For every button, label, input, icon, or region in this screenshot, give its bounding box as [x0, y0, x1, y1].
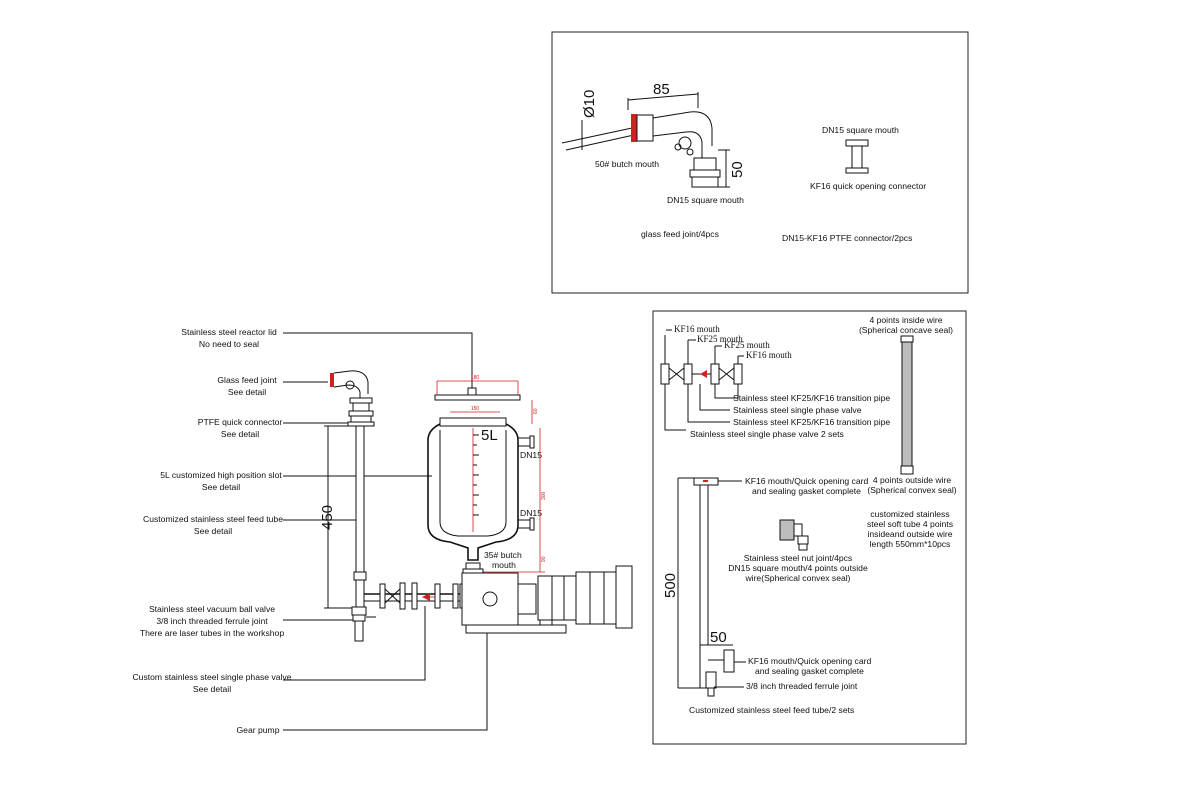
wire-bottom-1: 4 points outside wire — [873, 475, 952, 485]
connector-bottom-label: KF16 quick opening connector — [810, 181, 926, 191]
callout-ptfe-connector-note: See detail — [221, 429, 259, 439]
callout-feed-tube: Customized stainless steel feed tube — [143, 514, 283, 524]
main-assembly: Stainless steel reactor lid No need to s… — [132, 327, 633, 735]
caption-connector: DN15-KF16 PTFE connector/2pcs — [782, 233, 912, 243]
callout-ptfe-connector: PTFE quick connector — [198, 417, 283, 427]
dim-85: 85 — [653, 81, 670, 98]
valve-flange-b — [411, 582, 441, 610]
feed-caption: Customized stainless steel feed tube/2 s… — [689, 705, 854, 715]
transition-pipe-1: Stainless steel KF25/KF16 transition pip… — [733, 393, 890, 403]
butch-mouth-line2: mouth — [492, 560, 516, 570]
right-detail-panel: KF16 mouth KF25 mouth KF25 mouth KF16 mo… — [652, 310, 967, 745]
dim-50-top: 50 — [729, 161, 746, 178]
label-square-mouth: DN15 square mouth — [667, 195, 744, 205]
callout-reactor-lid: Stainless steel reactor lid — [181, 327, 277, 337]
label-butch-mouth: 50# butch mouth — [595, 159, 659, 169]
valve-flange-a — [379, 582, 406, 610]
dim-diameter: Ø10 — [581, 90, 598, 118]
dim-90: 90 — [541, 556, 547, 562]
dim-150: 150 — [471, 406, 480, 412]
wire-bottom-2: (Spherical convex seal) — [867, 485, 956, 495]
soft-tube-drawing — [900, 335, 914, 475]
kf16-mouth-b: KF16 mouth — [746, 350, 792, 360]
glass-feed-joint-drawing — [561, 92, 730, 188]
kf16-bottom-1: KF16 mouth/Quick opening card — [748, 656, 871, 666]
callout-slot: 5L customized high position slot — [160, 470, 282, 480]
kf16-bottom-2: and sealing gasket complete — [755, 666, 864, 676]
dim-180: 180 — [471, 375, 480, 381]
callout-reactor-lid-note: No need to seal — [199, 339, 259, 349]
caption-feed-joint: glass feed joint/4pcs — [641, 229, 719, 239]
kf25-mouth-b: KF25 mouth — [724, 340, 770, 350]
ferrule-label: 3/8 inch threaded ferrule joint — [746, 681, 858, 691]
callout-ball-valve-note: There are laser tubes in the workshop — [140, 628, 284, 638]
dn15-lower: DN15 — [520, 508, 542, 518]
callout-feed-tube-note: See detail — [194, 526, 232, 536]
wire-top-1: 4 points inside wire — [869, 315, 942, 325]
callout-glass-feed-joint-note: See detail — [228, 387, 266, 397]
dn15-upper-nozzle — [518, 435, 535, 449]
callout-slot-note: See detail — [202, 482, 240, 492]
butch-mouth-line1: 35# butch — [484, 550, 522, 560]
dim-450: 450 — [319, 505, 336, 530]
ptfe-connector-drawing — [845, 139, 869, 174]
single-phase-valve-assembly — [660, 329, 744, 431]
soft-tube-line3: insideand outside wire — [867, 529, 952, 539]
feed-joint-small — [330, 370, 375, 427]
wire-top-2: (Spherical concave seal) — [859, 325, 953, 335]
transition-pipe-2: Stainless steel KF25/KF16 transition pip… — [733, 417, 890, 427]
dim-50-right: 50 — [710, 629, 727, 646]
dim-60: 60 — [533, 408, 539, 414]
dn15-lower-nozzle — [518, 517, 535, 531]
nut-joint-line2: DN15 square mouth/4 points outside — [728, 563, 868, 573]
nut-joint-line1: Stainless steel nut joint/4pcs — [744, 553, 852, 563]
top-detail-panel: Ø10 85 50 50# butch mouth DN15 square mo… — [551, 31, 969, 294]
single-phase-valve-label: Stainless steel single phase valve — [733, 405, 862, 415]
kf25-mouth-a: KF25 mouth — [697, 334, 743, 344]
callout-single-phase-valve: Custom stainless steel single phase valv… — [132, 672, 291, 682]
connector-top-label: DN15 square mouth — [822, 125, 899, 135]
nut-joint-line3: wire(Spherical convex seal) — [744, 573, 850, 583]
valve-caption: Stainless steel single phase valve 2 set… — [690, 429, 844, 439]
callout-ball-valve-joint: 3/8 inch threaded ferrule joint — [156, 616, 268, 626]
dim-300: 300 — [541, 491, 547, 500]
gear-pump — [461, 565, 633, 634]
kf16-mouth-a: KF16 mouth — [674, 324, 720, 334]
callout-glass-feed-joint: Glass feed joint — [217, 375, 277, 385]
kf16-top-2: and sealing gasket complete — [752, 486, 861, 496]
vessel-5l-label: 5L — [481, 427, 498, 444]
callout-ball-valve: Stainless steel vacuum ball valve — [149, 604, 275, 614]
dn15-upper: DN15 — [520, 450, 542, 460]
callout-gear-pump: Gear pump — [237, 725, 280, 735]
nut-joint-drawing — [779, 519, 809, 551]
feed-tube-assembly — [677, 477, 735, 697]
soft-tube-line2: steel soft tube 4 points — [867, 519, 953, 529]
soft-tube-line1: customized stainless — [870, 509, 949, 519]
dim-500: 500 — [662, 573, 679, 598]
kf16-top-1: KF16 mouth/Quick opening card — [745, 476, 868, 486]
callout-single-phase-valve-note: See detail — [193, 684, 231, 694]
soft-tube-line4: length 550mm*10pcs — [870, 539, 951, 549]
graduation-scale — [473, 434, 479, 516]
